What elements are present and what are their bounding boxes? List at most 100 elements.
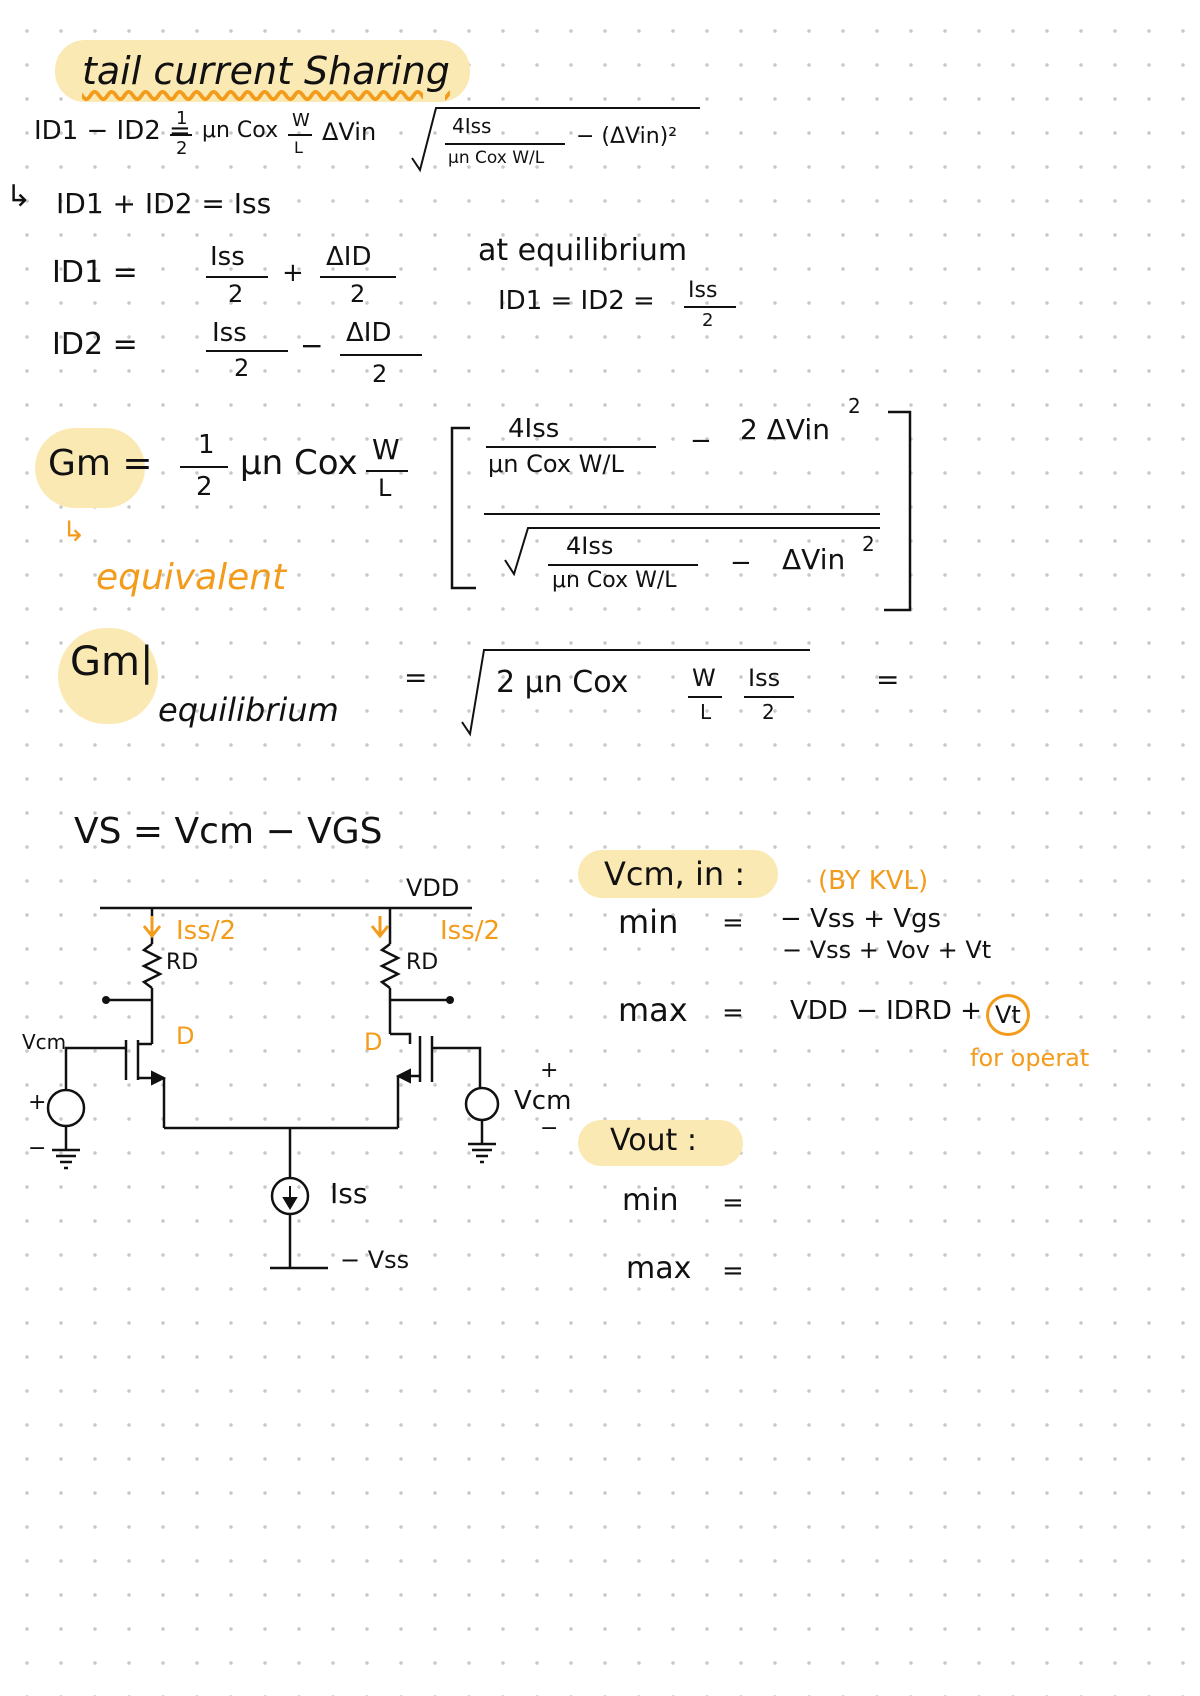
vcm-max-expr: VDD − IDRD +: [790, 996, 982, 1026]
vcm-min-eq: =: [722, 908, 744, 938]
gm-num-a-bar: [486, 446, 656, 448]
eq-id2-op: −: [300, 329, 324, 362]
gm-eq-body: 2 μn Cox: [496, 665, 629, 700]
page-title: tail current Sharing: [82, 49, 450, 93]
vcm-in-highlight: [578, 850, 778, 898]
eq-id2-lhs: ID2 =: [52, 327, 138, 362]
gm-den-bar: [548, 564, 698, 566]
vcm-max-label: max: [618, 991, 688, 1029]
eq-id2-t2-bar: [340, 354, 422, 356]
d-right-label: D: [364, 1028, 383, 1056]
iss-label: Iss: [330, 1177, 368, 1210]
equilibrium-note-line2: ID1 = ID2 =: [498, 286, 655, 316]
iss-half-left-label: Iss/2: [176, 916, 237, 946]
vt-circled: Vt: [986, 994, 1030, 1036]
gm-l: L: [378, 474, 392, 502]
vdd-label: VDD: [406, 874, 460, 902]
equilibrium-note-frac-bar: [684, 306, 736, 308]
gm-eq-w: W: [692, 664, 716, 692]
minus-right-label: −: [540, 1116, 559, 1141]
vout-min-label: min: [622, 1183, 679, 1218]
eq-id1-t1-den: 2: [228, 280, 244, 308]
gm-w: W: [372, 433, 400, 466]
eq-diff-half-bar: [170, 134, 192, 136]
eq-id1-t1-bar: [206, 276, 268, 278]
eq-diff-coef: μn Cox: [202, 118, 279, 143]
eq-id1-t2-num: ΔID: [326, 242, 372, 272]
vcm-min-line2: − Vss + Vov + Vt: [782, 936, 992, 964]
vout-max-eq: =: [722, 1256, 744, 1286]
eq-id2-t1-den: 2: [234, 354, 250, 382]
rd-left-label: RD: [166, 950, 199, 975]
eq-id2-t1-num: Iss: [212, 318, 247, 348]
gm-eq-i-den: 2: [762, 700, 775, 724]
eq-diff-sqrt-num: 4Iss: [452, 114, 492, 138]
gm-num-b-exp: 2: [848, 394, 861, 418]
eq-id2-t1-bar: [206, 350, 288, 352]
vout-min-eq: =: [722, 1188, 744, 1218]
gm-num-a: 4Iss: [508, 414, 560, 444]
plus-left-label: +: [28, 1090, 47, 1115]
gm-eq-trailing: =: [876, 663, 900, 696]
gm-lhs: Gm =: [48, 443, 153, 484]
vcm-min-label: min: [618, 903, 679, 941]
eq-diff-w: W: [292, 110, 310, 131]
gm-coef: μn Cox: [240, 443, 358, 483]
eq-diff-dvin: ΔVin: [322, 118, 377, 146]
d-left-label: D: [176, 1022, 195, 1050]
eq-id2-t2-num: ΔID: [346, 318, 392, 348]
gm-den-tail-exp: 2: [862, 532, 875, 556]
vout-highlight: [578, 1120, 743, 1166]
equilibrium-note-frac-den: 2: [702, 310, 714, 331]
kvl-note: (BY KVL): [818, 866, 929, 896]
eq-diff-sqrt-den: μn Cox W/L: [448, 148, 545, 168]
vcm-left-label: Vcm: [22, 1030, 67, 1054]
gm-wl-bar: [366, 470, 408, 472]
vss-label: − Vss: [340, 1246, 410, 1274]
eq-diff-half-num: 1: [176, 108, 188, 129]
equivalent-arrow: ↳: [62, 515, 86, 548]
gm-den-num: 4Iss: [566, 532, 614, 560]
gm-den-tail: ΔVin: [782, 543, 846, 576]
vout-label: Vout :: [610, 1123, 697, 1158]
iss-half-right-label: Iss/2: [440, 916, 501, 946]
gm-eq-i-num: Iss: [748, 664, 781, 692]
vcm-min-line1: − Vss + Vgs: [780, 904, 942, 934]
vs-equation: VS = Vcm − VGS: [74, 811, 383, 852]
rd-right-label: RD: [406, 950, 439, 975]
vcm-max-eq: =: [722, 998, 744, 1028]
vout-max-label: max: [626, 1251, 692, 1286]
gm-eq-wl-bar: [688, 696, 722, 698]
equivalent-label: equivalent: [96, 557, 287, 598]
eq-id1-op: +: [282, 258, 304, 288]
gm-den-den: μn Cox W/L: [552, 568, 677, 593]
vcm-right-label: Vcm: [514, 1086, 572, 1116]
gm-eq-equals: =: [404, 661, 428, 694]
gm-eq-i-bar: [744, 696, 794, 698]
eq-id1-t2-den: 2: [350, 280, 366, 308]
eq-id1-t2-bar: [320, 276, 396, 278]
eq-sum: ID1 + ID2 = Iss: [56, 187, 272, 220]
gm-num-b: 2 ΔVin: [740, 413, 830, 446]
gm-highlight: [35, 428, 145, 508]
eq-diff-wl-bar: [288, 134, 312, 136]
gm-half-num: 1: [198, 430, 215, 460]
gm-num-minus: −: [690, 426, 712, 456]
eq-id2-t2-den: 2: [372, 360, 388, 388]
for-operation-note: for operat: [970, 1044, 1090, 1072]
title-highlight: [55, 40, 470, 102]
eq-diff-half-den: 2: [176, 138, 188, 159]
vcm-in-label: Vcm, in :: [604, 855, 746, 893]
gm-half-bar: [180, 466, 228, 468]
gm-den-minus: −: [730, 548, 752, 578]
gm-half-den: 2: [196, 472, 213, 502]
gm-eq-lhs: Gm|: [70, 639, 154, 685]
gm-equilibrium-highlight: [58, 628, 158, 724]
equilibrium-note-frac-num: Iss: [688, 278, 718, 303]
eq-diff-sqrt-bar: [445, 143, 565, 145]
eq-diff-lhs: ID1 − ID2 =: [34, 116, 191, 146]
equilibrium-note-line1: at equilibrium: [478, 233, 688, 268]
eq-diff-sqrt-tail: − (ΔVin)²: [576, 124, 678, 149]
plus-right-label: +: [540, 1058, 559, 1083]
eq-id1-t1-num: Iss: [210, 242, 245, 272]
